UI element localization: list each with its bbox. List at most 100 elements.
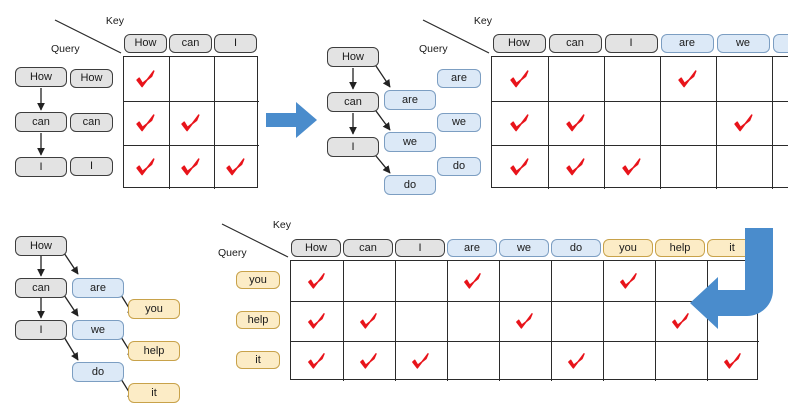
column-header-how: How [291, 239, 341, 257]
column-header-do: do [773, 34, 788, 53]
row-header-we: we [437, 113, 481, 132]
grid-line [660, 57, 661, 189]
tree-node-how: How [15, 236, 67, 256]
check-icon [508, 112, 531, 135]
grid-line [395, 261, 396, 381]
check-icon [306, 351, 327, 372]
tree-node-you: you [128, 299, 180, 319]
grid-line [551, 261, 552, 381]
column-header-are: are [447, 239, 497, 257]
row-header-it: it [236, 351, 280, 369]
check-icon [564, 112, 587, 135]
row-header-help: help [236, 311, 280, 329]
grid-line [604, 57, 605, 189]
tree-node-are: are [72, 278, 124, 298]
check-icon [134, 68, 157, 91]
column-header-you: you [603, 239, 653, 257]
check-icon [508, 68, 531, 91]
column-header-can: can [343, 239, 393, 257]
grid-line [603, 261, 604, 381]
grid-line [492, 101, 788, 102]
column-header-how: How [124, 34, 167, 53]
column-header-how: How [493, 34, 546, 53]
check-icon [462, 271, 483, 292]
grid-line [499, 261, 500, 381]
check-icon [134, 112, 157, 135]
row-header-can: can [70, 113, 113, 132]
grid-line [772, 57, 773, 189]
check-icon [722, 351, 743, 372]
check-icon [306, 311, 327, 332]
tree-node-we: we [72, 320, 124, 340]
column-header-do: do [551, 239, 601, 257]
grid-line [655, 261, 656, 381]
column-header-i: I [605, 34, 658, 53]
key-axis-label: Key [474, 15, 492, 27]
column-header-we: we [717, 34, 770, 53]
tree-node-i: I [15, 320, 67, 340]
query-axis-label: Query [218, 247, 247, 259]
grid-line [716, 57, 717, 189]
check-icon [179, 156, 202, 179]
check-icon [224, 156, 247, 179]
tree-node-do: do [384, 175, 436, 195]
tree-node-i: I [15, 157, 67, 177]
tree-node-how: How [327, 47, 379, 67]
tree-node-it: it [128, 383, 180, 403]
tree-node-can: can [327, 92, 379, 112]
check-icon [676, 68, 699, 91]
grid-line [169, 57, 170, 189]
check-icon [566, 351, 587, 372]
grid-line [124, 145, 259, 146]
column-header-i: I [214, 34, 257, 53]
column-header-we: we [499, 239, 549, 257]
check-icon [358, 311, 379, 332]
row-header-how: How [70, 69, 113, 88]
row-header-do: do [437, 157, 481, 176]
column-header-are: are [661, 34, 714, 53]
key-axis-label: Key [273, 219, 291, 231]
column-header-can: can [169, 34, 212, 53]
query-axis-label: Query [419, 43, 448, 55]
grid-line [492, 145, 788, 146]
check-icon [618, 271, 639, 292]
check-icon [508, 156, 531, 179]
check-icon [514, 311, 535, 332]
tree-node-can: can [15, 278, 67, 298]
check-icon [358, 351, 379, 372]
check-icon [306, 271, 327, 292]
tree-node-are: are [384, 90, 436, 110]
grid-line [214, 57, 215, 189]
column-header-i: I [395, 239, 445, 257]
tree-node-help: help [128, 341, 180, 361]
tree-node-i: I [327, 137, 379, 157]
check-icon [564, 156, 587, 179]
tree-node-how: How [15, 67, 67, 87]
attention-grid [123, 56, 258, 188]
check-icon [179, 112, 202, 135]
tree-node-we: we [384, 132, 436, 152]
check-icon [410, 351, 431, 372]
grid-line [548, 57, 549, 189]
row-header-you: you [236, 271, 280, 289]
check-icon [620, 156, 643, 179]
tree-node-do: do [72, 362, 124, 382]
check-icon [732, 112, 755, 135]
grid-line [447, 261, 448, 381]
column-header-can: can [549, 34, 602, 53]
query-axis-label: Query [51, 43, 80, 55]
grid-line [124, 101, 259, 102]
key-axis-label: Key [106, 15, 124, 27]
wrap-arrow-icon [688, 228, 788, 343]
grid-line [343, 261, 344, 381]
step-arrow-icon [266, 100, 318, 140]
row-header-are: are [437, 69, 481, 88]
attention-grid [491, 56, 788, 188]
